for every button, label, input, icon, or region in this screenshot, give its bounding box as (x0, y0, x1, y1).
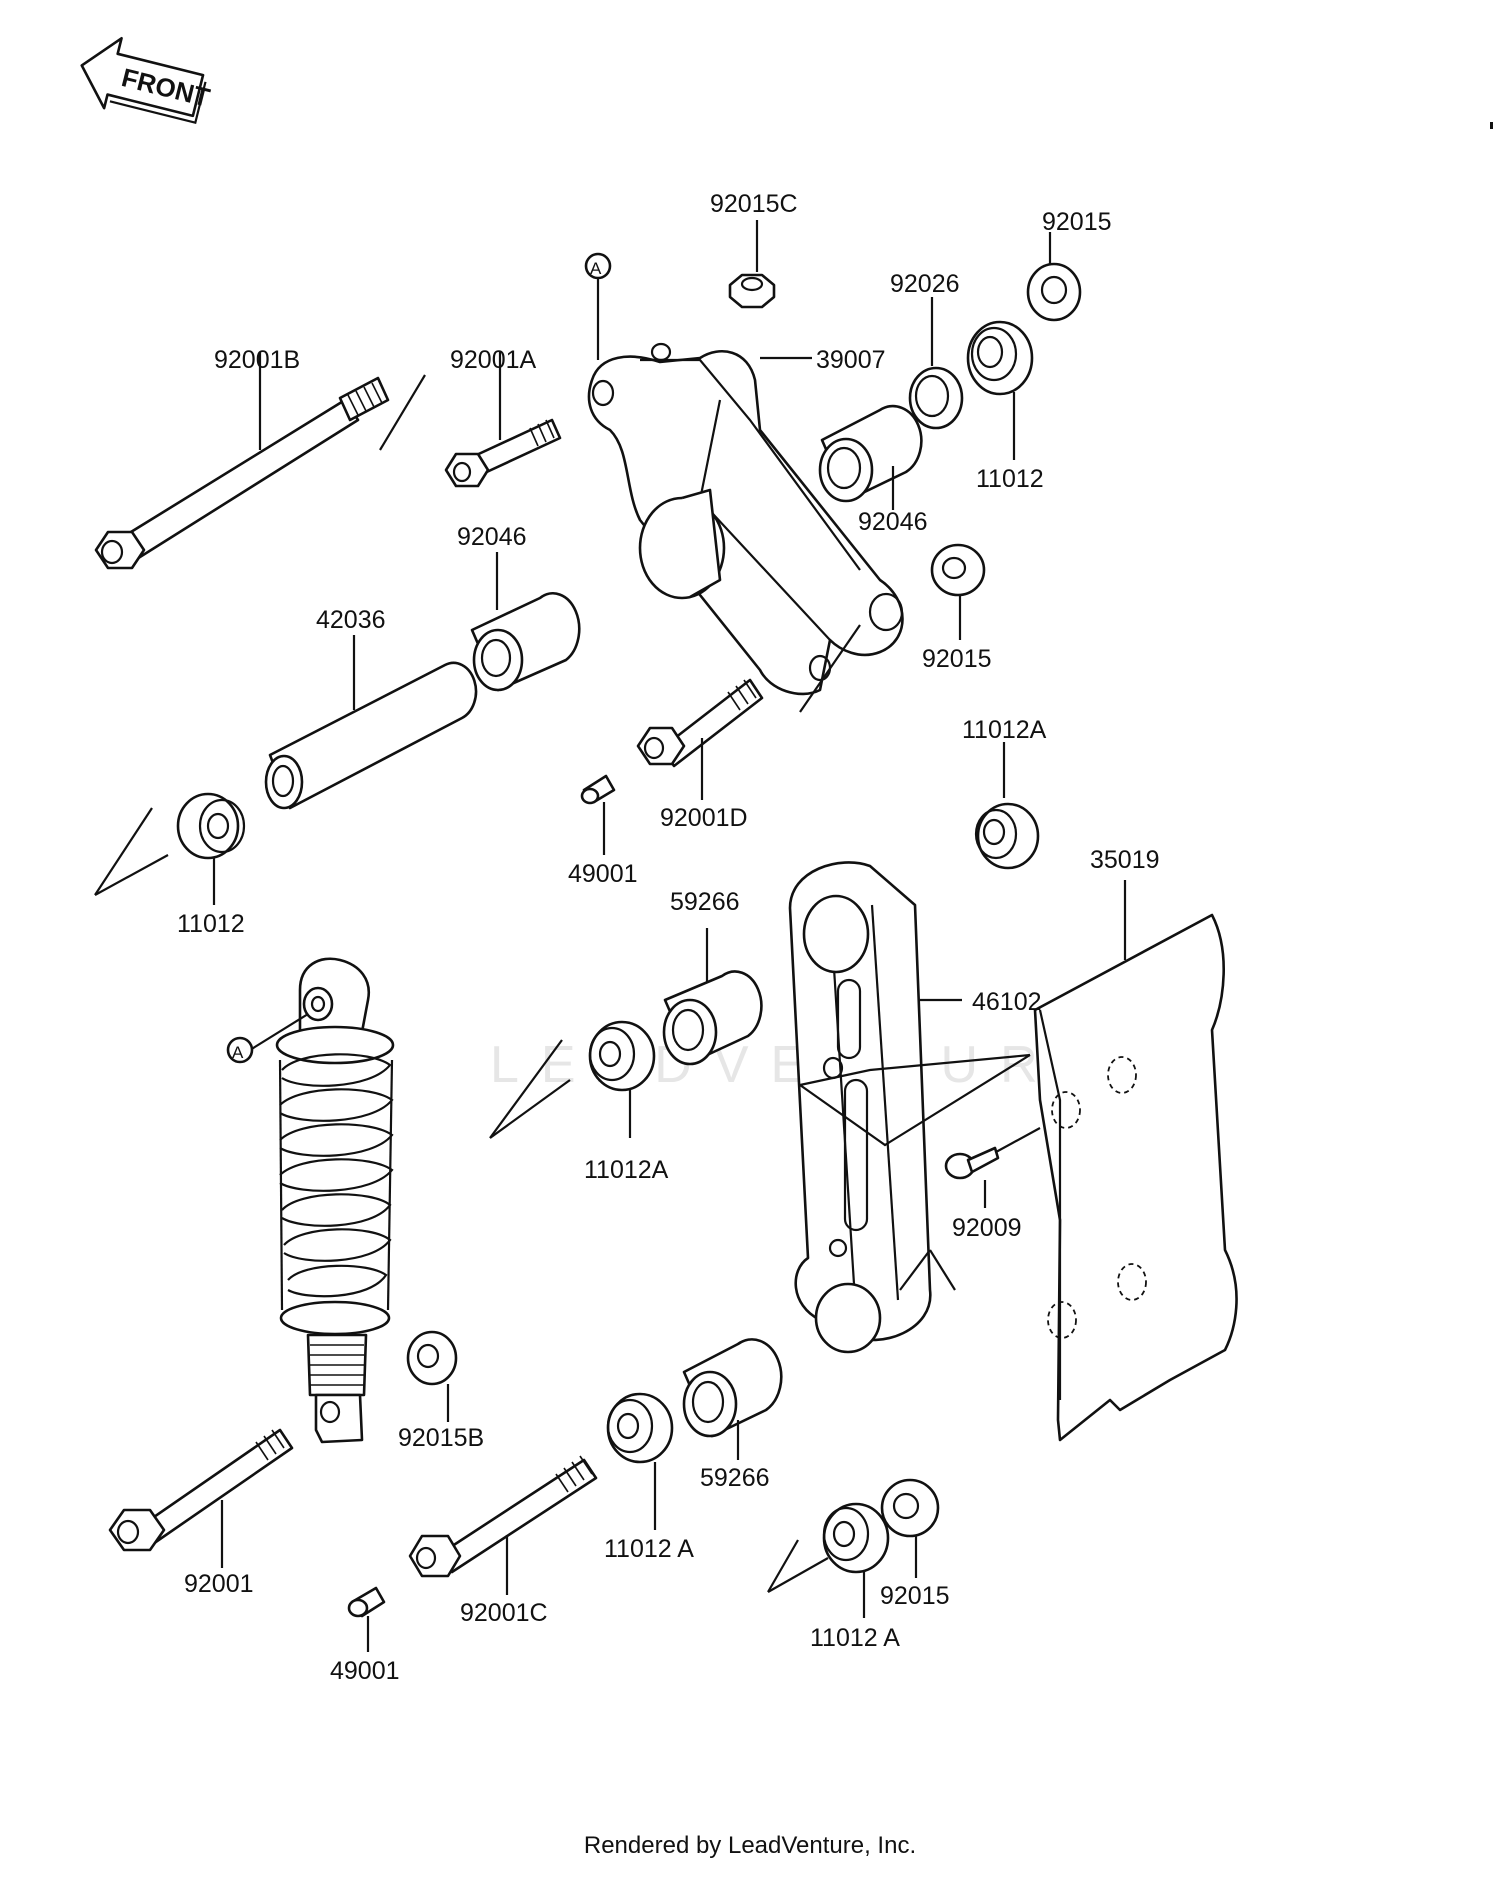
label-92001C: 92001C (460, 1599, 548, 1627)
part-92001D-bolt (636, 678, 764, 800)
label-92015C: 92015C (710, 190, 798, 218)
label-11012-left: 11012 (177, 910, 245, 938)
part-92001C-bolt (408, 1455, 598, 1595)
part-92015-nut-bottom (880, 1478, 940, 1578)
label-92001: 92001 (184, 1570, 254, 1598)
label-11012A-mid: 11012A (584, 1156, 669, 1184)
part-92015C-nut (728, 220, 776, 309)
part-59266-bushing-bottom (682, 1338, 783, 1460)
part-49001-grease-fitting-bottom (347, 1586, 386, 1652)
part-92001A-short-bolt (444, 352, 562, 488)
part-11012A-collar-mid (489, 1020, 656, 1139)
label-92046-right: 92046 (858, 508, 928, 536)
label-42036: 42036 (316, 606, 386, 634)
part-92001B-long-bolt (94, 352, 426, 570)
footer-credit: Rendered by LeadVenture, Inc. (583, 1832, 917, 1859)
reference-marker-shock-letter: A (232, 1043, 244, 1062)
label-39007: 39007 (816, 346, 886, 374)
part-92015-nut-top (1026, 232, 1082, 322)
part-92015-nut-mid (930, 543, 986, 640)
label-49001-top: 49001 (568, 860, 638, 888)
part-46102-tie-rod (788, 861, 1031, 1354)
part-11012-collar-top (966, 320, 1034, 460)
part-42036-sleeve (264, 635, 478, 810)
label-92001B: 92001B (214, 346, 300, 374)
label-92001A: 92001A (450, 346, 537, 374)
part-number-labels: 92015C 92015 92026 92001B 92001A 39007 1… (177, 190, 1160, 1685)
label-92015-top: 92015 (1042, 208, 1112, 236)
reference-marker-shock: A (226, 1036, 254, 1064)
part-11012-collar-left (94, 792, 246, 905)
part-92046-bearing-right (818, 404, 923, 510)
label-92009: 92009 (952, 1214, 1022, 1242)
label-11012A-bottom: 11012 A (604, 1535, 694, 1563)
part-92026-washer (908, 297, 964, 430)
part-92046-bearing-left (470, 552, 581, 692)
label-59266-bottom: 59266 (700, 1464, 770, 1492)
label-92015B: 92015B (398, 1424, 484, 1452)
label-35019: 35019 (1090, 846, 1160, 874)
reference-marker-top-letter: A (590, 259, 602, 278)
front-direction-arrow: FRONT (80, 36, 213, 124)
part-92015B-nut (406, 1330, 458, 1422)
part-11012A-collar-bottom (606, 1392, 674, 1530)
label-92046-left: 92046 (457, 523, 527, 551)
part-92009-screw (944, 1127, 1041, 1208)
part-11012A-collar-lowright (767, 1502, 890, 1618)
scan-mark (1490, 122, 1493, 129)
part-11012A-collar-right (974, 742, 1040, 870)
label-92001D: 92001D (660, 804, 748, 832)
label-11012-top: 11012 (976, 465, 1044, 493)
part-59266-bushing-top (662, 928, 763, 1066)
label-49001-bottom: 49001 (330, 1657, 400, 1685)
label-92015-bottom: 92015 (880, 1582, 950, 1610)
part-49001-grease-fitting-top (580, 774, 616, 855)
part-shock-absorber (249, 957, 395, 1444)
label-92026: 92026 (890, 270, 960, 298)
reference-marker-top: A (584, 252, 612, 360)
label-46102: 46102 (972, 988, 1042, 1016)
part-39007-rocker-arm (587, 342, 904, 713)
label-92015-mid: 92015 (922, 645, 992, 673)
label-59266-top: 59266 (670, 888, 740, 916)
part-35019-guard-plate (1033, 880, 1238, 1442)
part-92001-bolt (108, 1428, 294, 1568)
label-11012A-right: 11012A (962, 716, 1047, 744)
label-11012A-lowright: 11012 A (810, 1624, 900, 1652)
